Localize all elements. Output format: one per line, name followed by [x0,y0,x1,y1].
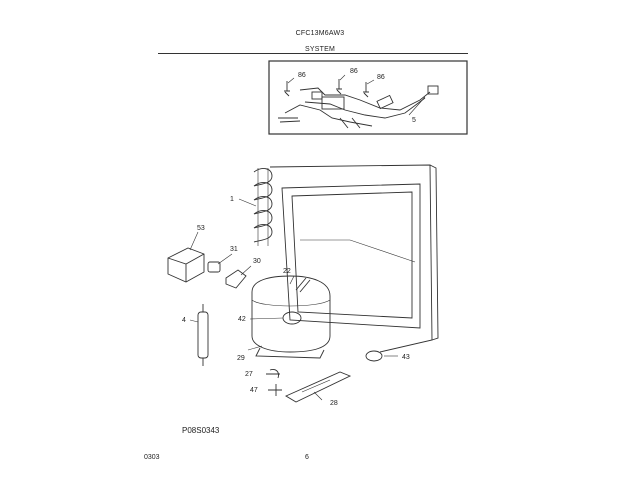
leader-line [240,265,252,276]
header-rule [158,53,468,54]
cover-30 [225,265,252,289]
leader-line [217,253,233,265]
compressor-base [255,347,325,359]
callout-43: 43 [402,354,410,361]
compressor-seam [251,299,331,307]
screw-icon [336,79,342,95]
leader-line [238,198,257,207]
clamp-body [365,350,383,362]
harness-connector-block [321,96,345,110]
callout-86-left: 86 [298,72,306,79]
inset-wiring-harness [268,60,468,135]
diagram-id: P08S0343 [182,426,220,435]
leader-line [249,317,284,320]
callout-53: 53 [197,225,205,232]
compressor [247,275,331,359]
cover-body [225,269,247,289]
harness-plug [376,94,394,110]
relay-edges [167,253,205,282]
plate-body [285,371,352,403]
compressor-shell [251,275,331,353]
harness-wire-branch [284,104,373,127]
condenser-coil [238,168,273,246]
footer-date: 0303 [144,454,160,461]
callout-22: 22 [283,268,291,275]
plate-slot [301,379,331,393]
coil-loops [253,168,273,243]
compressor-tubes [295,277,311,293]
leader-line [189,231,199,251]
leader-line [189,319,199,323]
page-number: 6 [305,454,309,461]
grommet-27 [266,369,280,379]
screw-icon [363,82,369,98]
callout-1: 1 [230,196,234,203]
cabinet-side [429,164,439,341]
inset-frame [268,60,468,135]
screw-icon [284,81,290,97]
cabinet-liner [291,191,413,319]
filter-drier [189,304,209,366]
model-number: CFC13M6AW3 [295,30,345,37]
leader-line [289,275,295,285]
harness-wire-ends [278,117,301,123]
cabinet-inner-edge [300,239,416,263]
relay-body [167,247,205,283]
tube-clamp [365,350,398,362]
relay-53 [167,231,205,283]
grommets [266,369,282,396]
cabinet [269,164,439,353]
harness-clips [339,117,361,129]
callout-4: 4 [182,317,186,324]
harness-terminal-1 [311,91,323,100]
callout-28: 28 [330,400,338,407]
callout-47: 47 [250,387,258,394]
callout-42: 42 [238,316,246,323]
clip-47 [268,384,282,396]
cabinet-outline [269,164,433,353]
harness-end-plug [427,85,439,95]
compressor-terminal [282,311,302,325]
harness-wire-lower [304,97,426,119]
harness-wire-upper [299,87,431,111]
callout-27: 27 [245,371,253,378]
callout-86-right: 86 [377,74,385,81]
drier-body [197,311,209,359]
mounting-plate [285,371,352,403]
section-title: SYSTEM [305,46,335,53]
coil-rails [257,168,269,246]
overload-31 [207,253,233,273]
inset-leader-lines [287,74,426,116]
callout-5: 5 [412,117,416,124]
cabinet-opening [281,183,421,329]
callout-30: 30 [253,258,261,265]
leader-line [313,391,323,401]
overload-body [207,261,221,273]
callout-31: 31 [230,246,238,253]
leader-line [247,345,263,351]
callout-86-center: 86 [350,68,358,75]
callout-29: 29 [237,355,245,362]
